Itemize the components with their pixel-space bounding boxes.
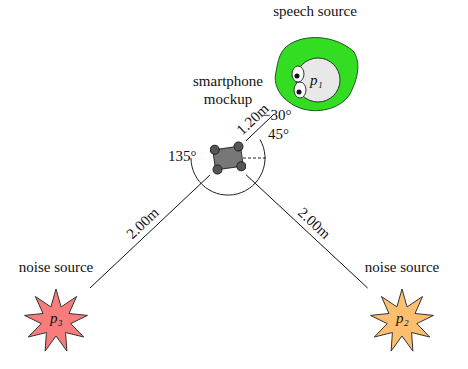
distance-label: 2.00m: [294, 205, 333, 243]
smartphone-mockup: smartphone mockup: [210, 140, 246, 176]
eye: [292, 66, 304, 82]
star-shape: [25, 289, 88, 351]
source-label: p₂: [396, 310, 409, 327]
noise-source-star: noise sourcep₂: [366, 288, 438, 352]
microphone: [212, 164, 222, 174]
speech-source-icon: speech sourcep₁: [270, 36, 360, 114]
source-label: p₁: [310, 72, 323, 89]
distance-line: [90, 175, 210, 288]
eye: [294, 82, 306, 98]
distance-label: 2.00m: [123, 205, 162, 243]
node-heading: noise source: [19, 258, 94, 276]
pupil: [295, 74, 300, 79]
angle-arc: [191, 140, 265, 196]
pupil: [297, 90, 302, 95]
microphone: [236, 161, 246, 171]
node-outline: [210, 140, 246, 176]
star-shape: [371, 289, 434, 351]
angle-label: 45°: [268, 126, 289, 143]
noise-source-star: noise sourcep₃: [20, 288, 92, 352]
angle-label: −30°: [262, 107, 291, 124]
distance-line: [246, 175, 368, 288]
microphone: [233, 141, 243, 151]
node-heading: smartphone mockup: [188, 72, 268, 108]
source-label: p₃: [50, 310, 63, 327]
green-blob: [275, 38, 358, 111]
node-heading: speech source: [273, 2, 357, 20]
node-heading: noise source: [365, 258, 440, 276]
angle-label: 135°: [168, 148, 197, 165]
microphone: [210, 145, 220, 155]
